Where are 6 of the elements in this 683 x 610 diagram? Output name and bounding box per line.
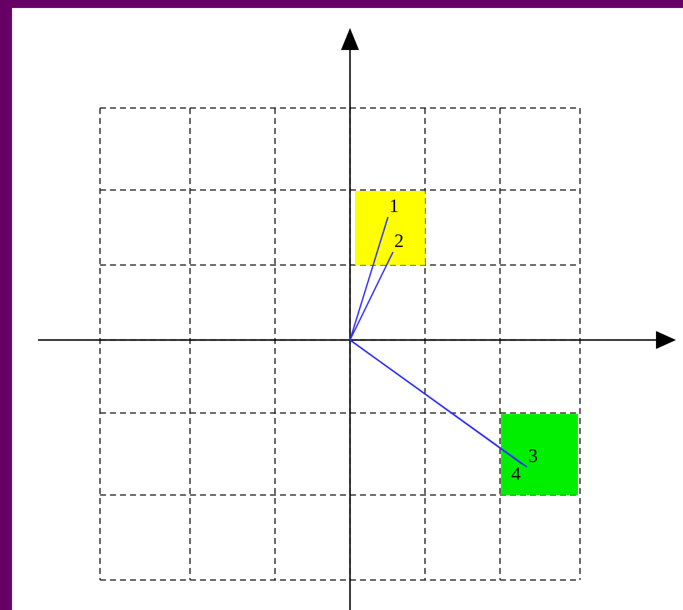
colored-square <box>501 414 578 495</box>
point-label: 3 <box>527 446 539 467</box>
point-label: 1 <box>388 196 400 217</box>
point-label: 4 <box>510 464 522 485</box>
point-label: 2 <box>393 231 405 252</box>
colored-square <box>355 191 425 265</box>
